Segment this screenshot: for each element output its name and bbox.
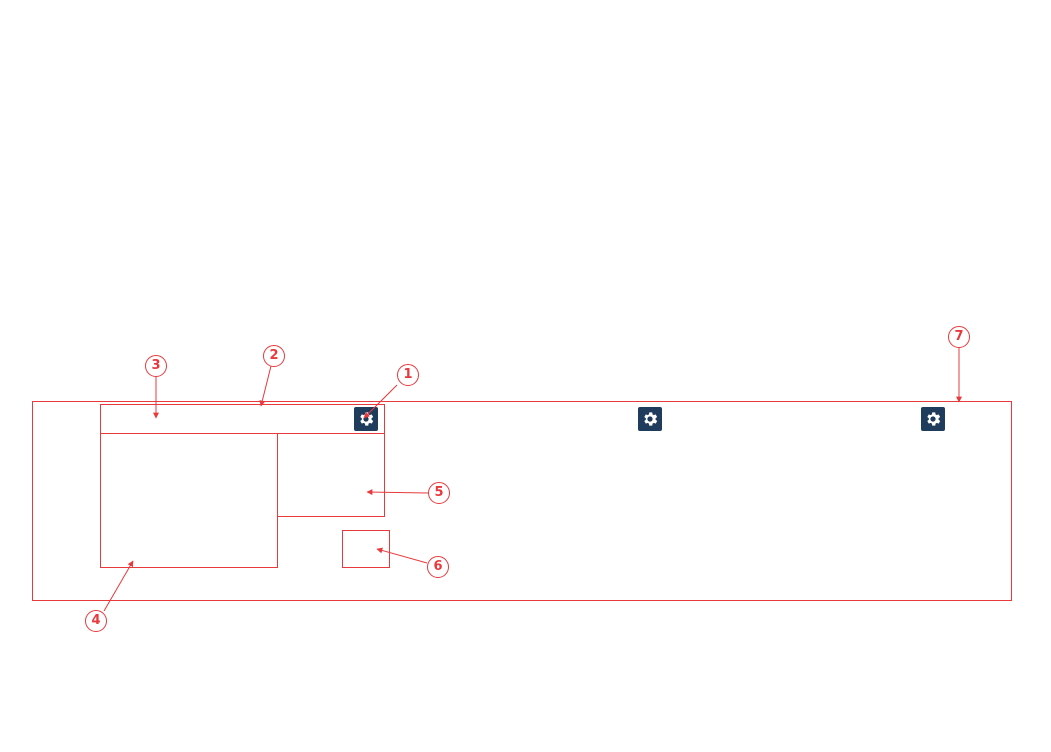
- outer-container: [32, 401, 1012, 601]
- callout-1: 1: [397, 364, 419, 386]
- callout-1-arrow: [363, 384, 398, 419]
- small-box: [342, 530, 390, 568]
- callout-6-arrow: [376, 547, 428, 564]
- right-panel: [277, 433, 385, 517]
- gear-icon[interactable]: [638, 407, 662, 431]
- callout-4: 4: [85, 610, 107, 632]
- callout-5: 5: [428, 482, 450, 504]
- callout-2-arrow: [259, 365, 272, 407]
- callout-5-arrow: [366, 489, 429, 496]
- callout-4-arrow: [103, 560, 134, 612]
- callout-6: 6: [427, 556, 449, 578]
- callout-2: 2: [263, 345, 285, 367]
- callout-3: 3: [145, 355, 167, 377]
- gear-icon[interactable]: [354, 407, 378, 431]
- callout-7: 7: [948, 326, 970, 348]
- gear-icon[interactable]: [921, 407, 945, 431]
